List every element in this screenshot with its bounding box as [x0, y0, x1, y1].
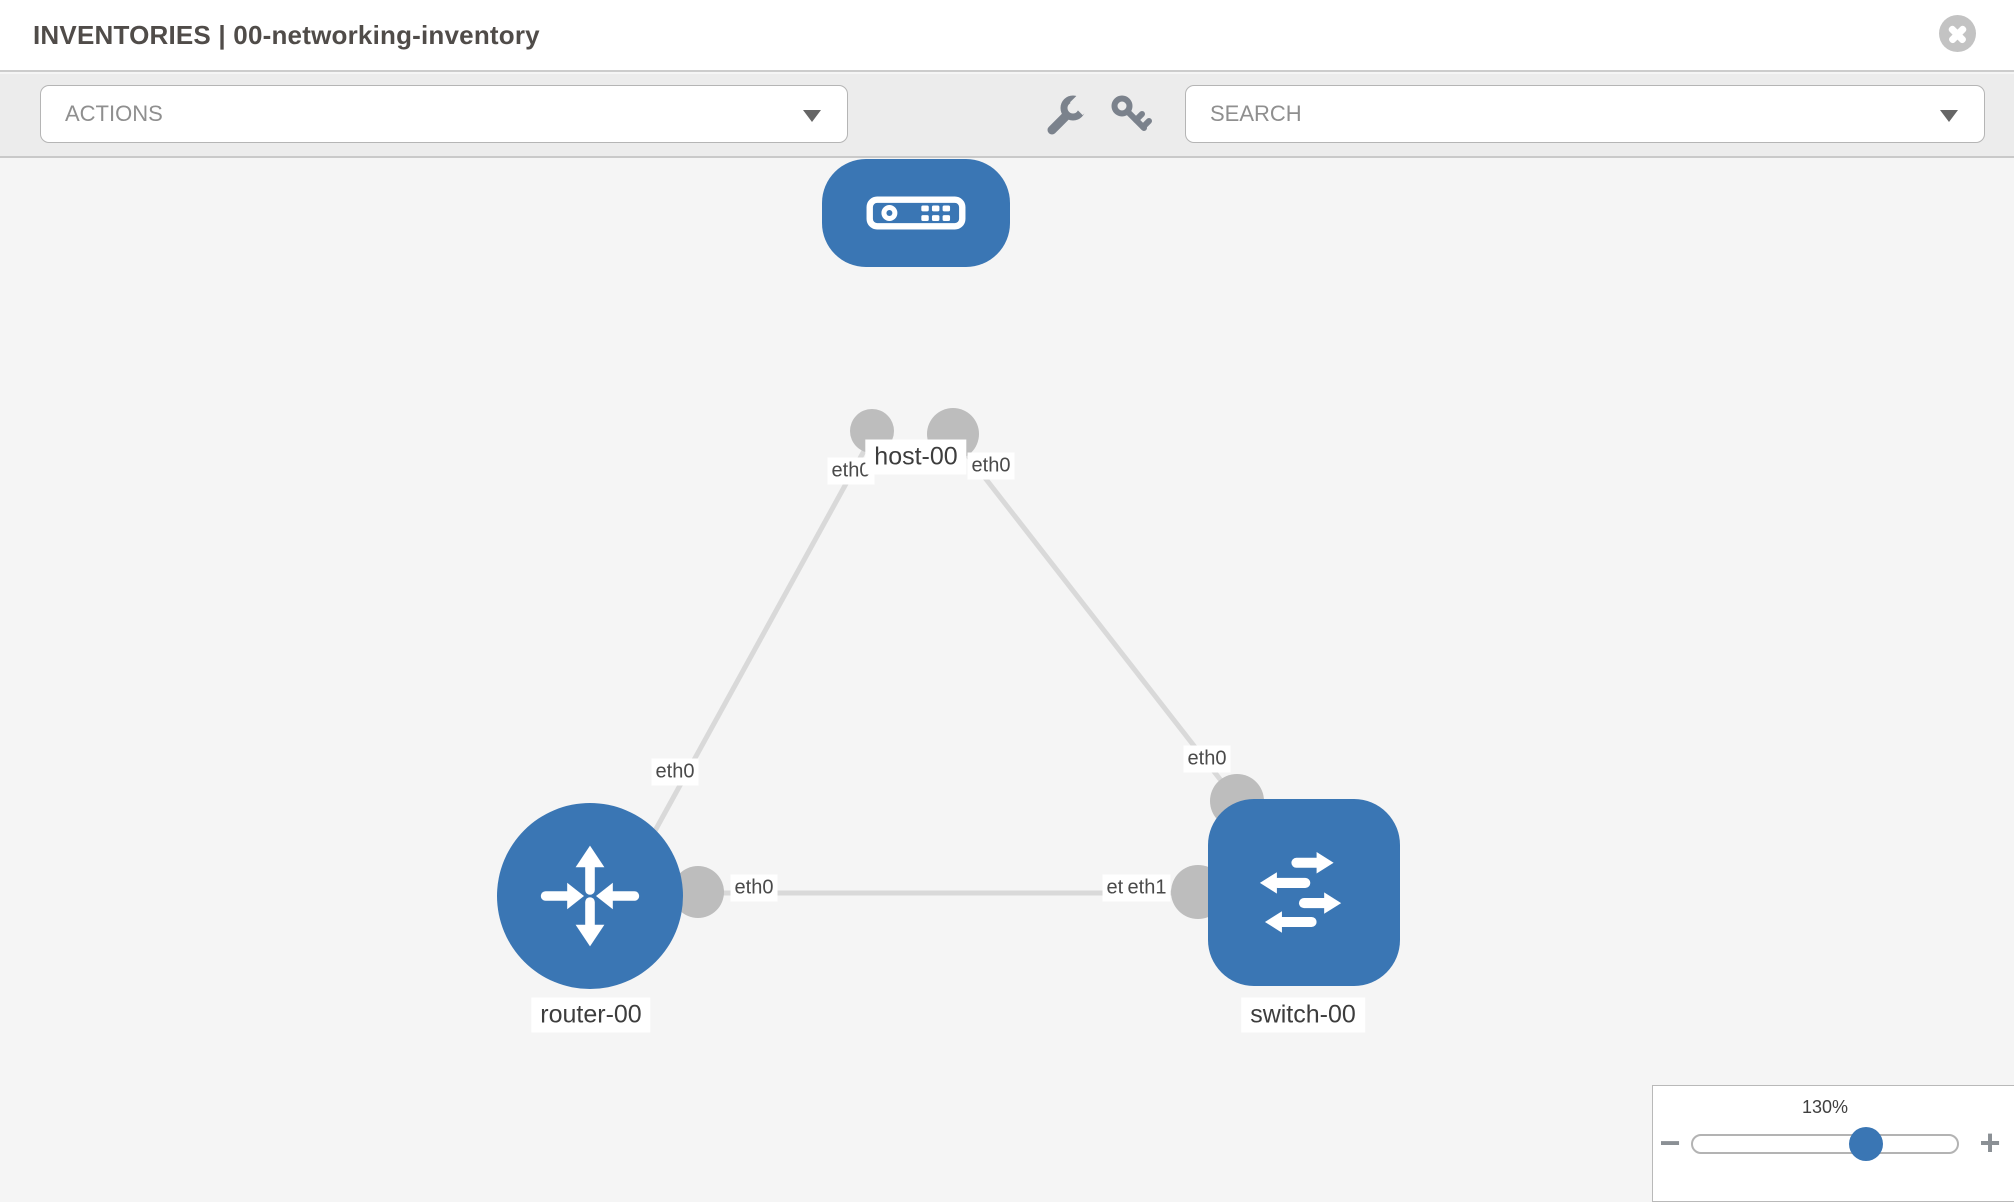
header: INVENTORIES | 00-networking-inventory: [0, 0, 2014, 72]
node-label-host-00: host-00: [865, 439, 967, 475]
node-label-router-00: router-00: [531, 997, 651, 1033]
host-icon: [866, 196, 966, 230]
chevron-down-icon: [1940, 110, 1958, 122]
tools-button[interactable]: [1044, 92, 1092, 138]
zoom-panel: 130% − +: [1652, 1085, 2014, 1202]
close-button[interactable]: [1939, 15, 1976, 52]
router-icon: [540, 845, 640, 947]
node-host-00[interactable]: [822, 159, 1010, 267]
interface-label-router-right: eth0: [730, 874, 778, 902]
link-host-router: [642, 429, 878, 851]
zoom-out-button[interactable]: −: [1659, 1122, 1681, 1163]
node-label-switch-00: switch-00: [1241, 997, 1365, 1033]
page-title: INVENTORIES | 00-networking-inventory: [33, 20, 540, 50]
zoom-in-button[interactable]: +: [1979, 1122, 2001, 1163]
chevron-down-icon: [803, 110, 821, 122]
toolbar: ACTIONS SEARCH: [0, 74, 2014, 158]
search-dropdown[interactable]: SEARCH: [1185, 85, 1985, 143]
edges-layer: [600, 408, 1264, 919]
wrench-icon: [1047, 93, 1092, 135]
actions-dropdown-label: ACTIONS: [65, 101, 163, 126]
interface-label-switch-top: eth0: [1183, 745, 1231, 773]
port-circle[interactable]: [672, 866, 724, 918]
zoom-level-label: 130%: [1801, 1097, 1849, 1117]
node-router-00[interactable]: [497, 803, 683, 989]
credentials-button[interactable]: [1108, 92, 1154, 138]
switch-icon: [1259, 851, 1342, 933]
node-switch-00[interactable]: [1208, 799, 1400, 986]
key-icon: [1111, 95, 1152, 131]
interface-label-switch-left-eth1: eth1: [1123, 874, 1171, 902]
zoom-slider[interactable]: [1691, 1127, 1959, 1161]
interface-label-host-right: eth0: [967, 452, 1015, 480]
zoom-slider-thumb[interactable]: [1849, 1127, 1883, 1161]
actions-dropdown[interactable]: ACTIONS: [40, 85, 848, 143]
search-placeholder: SEARCH: [1210, 101, 1302, 126]
interface-label-router-top: eth0: [651, 758, 699, 786]
link-host-switch: [948, 431, 1239, 803]
topology-canvas[interactable]: host-00 router-00 switch-00 eth0 eth0 et…: [0, 159, 2014, 1200]
